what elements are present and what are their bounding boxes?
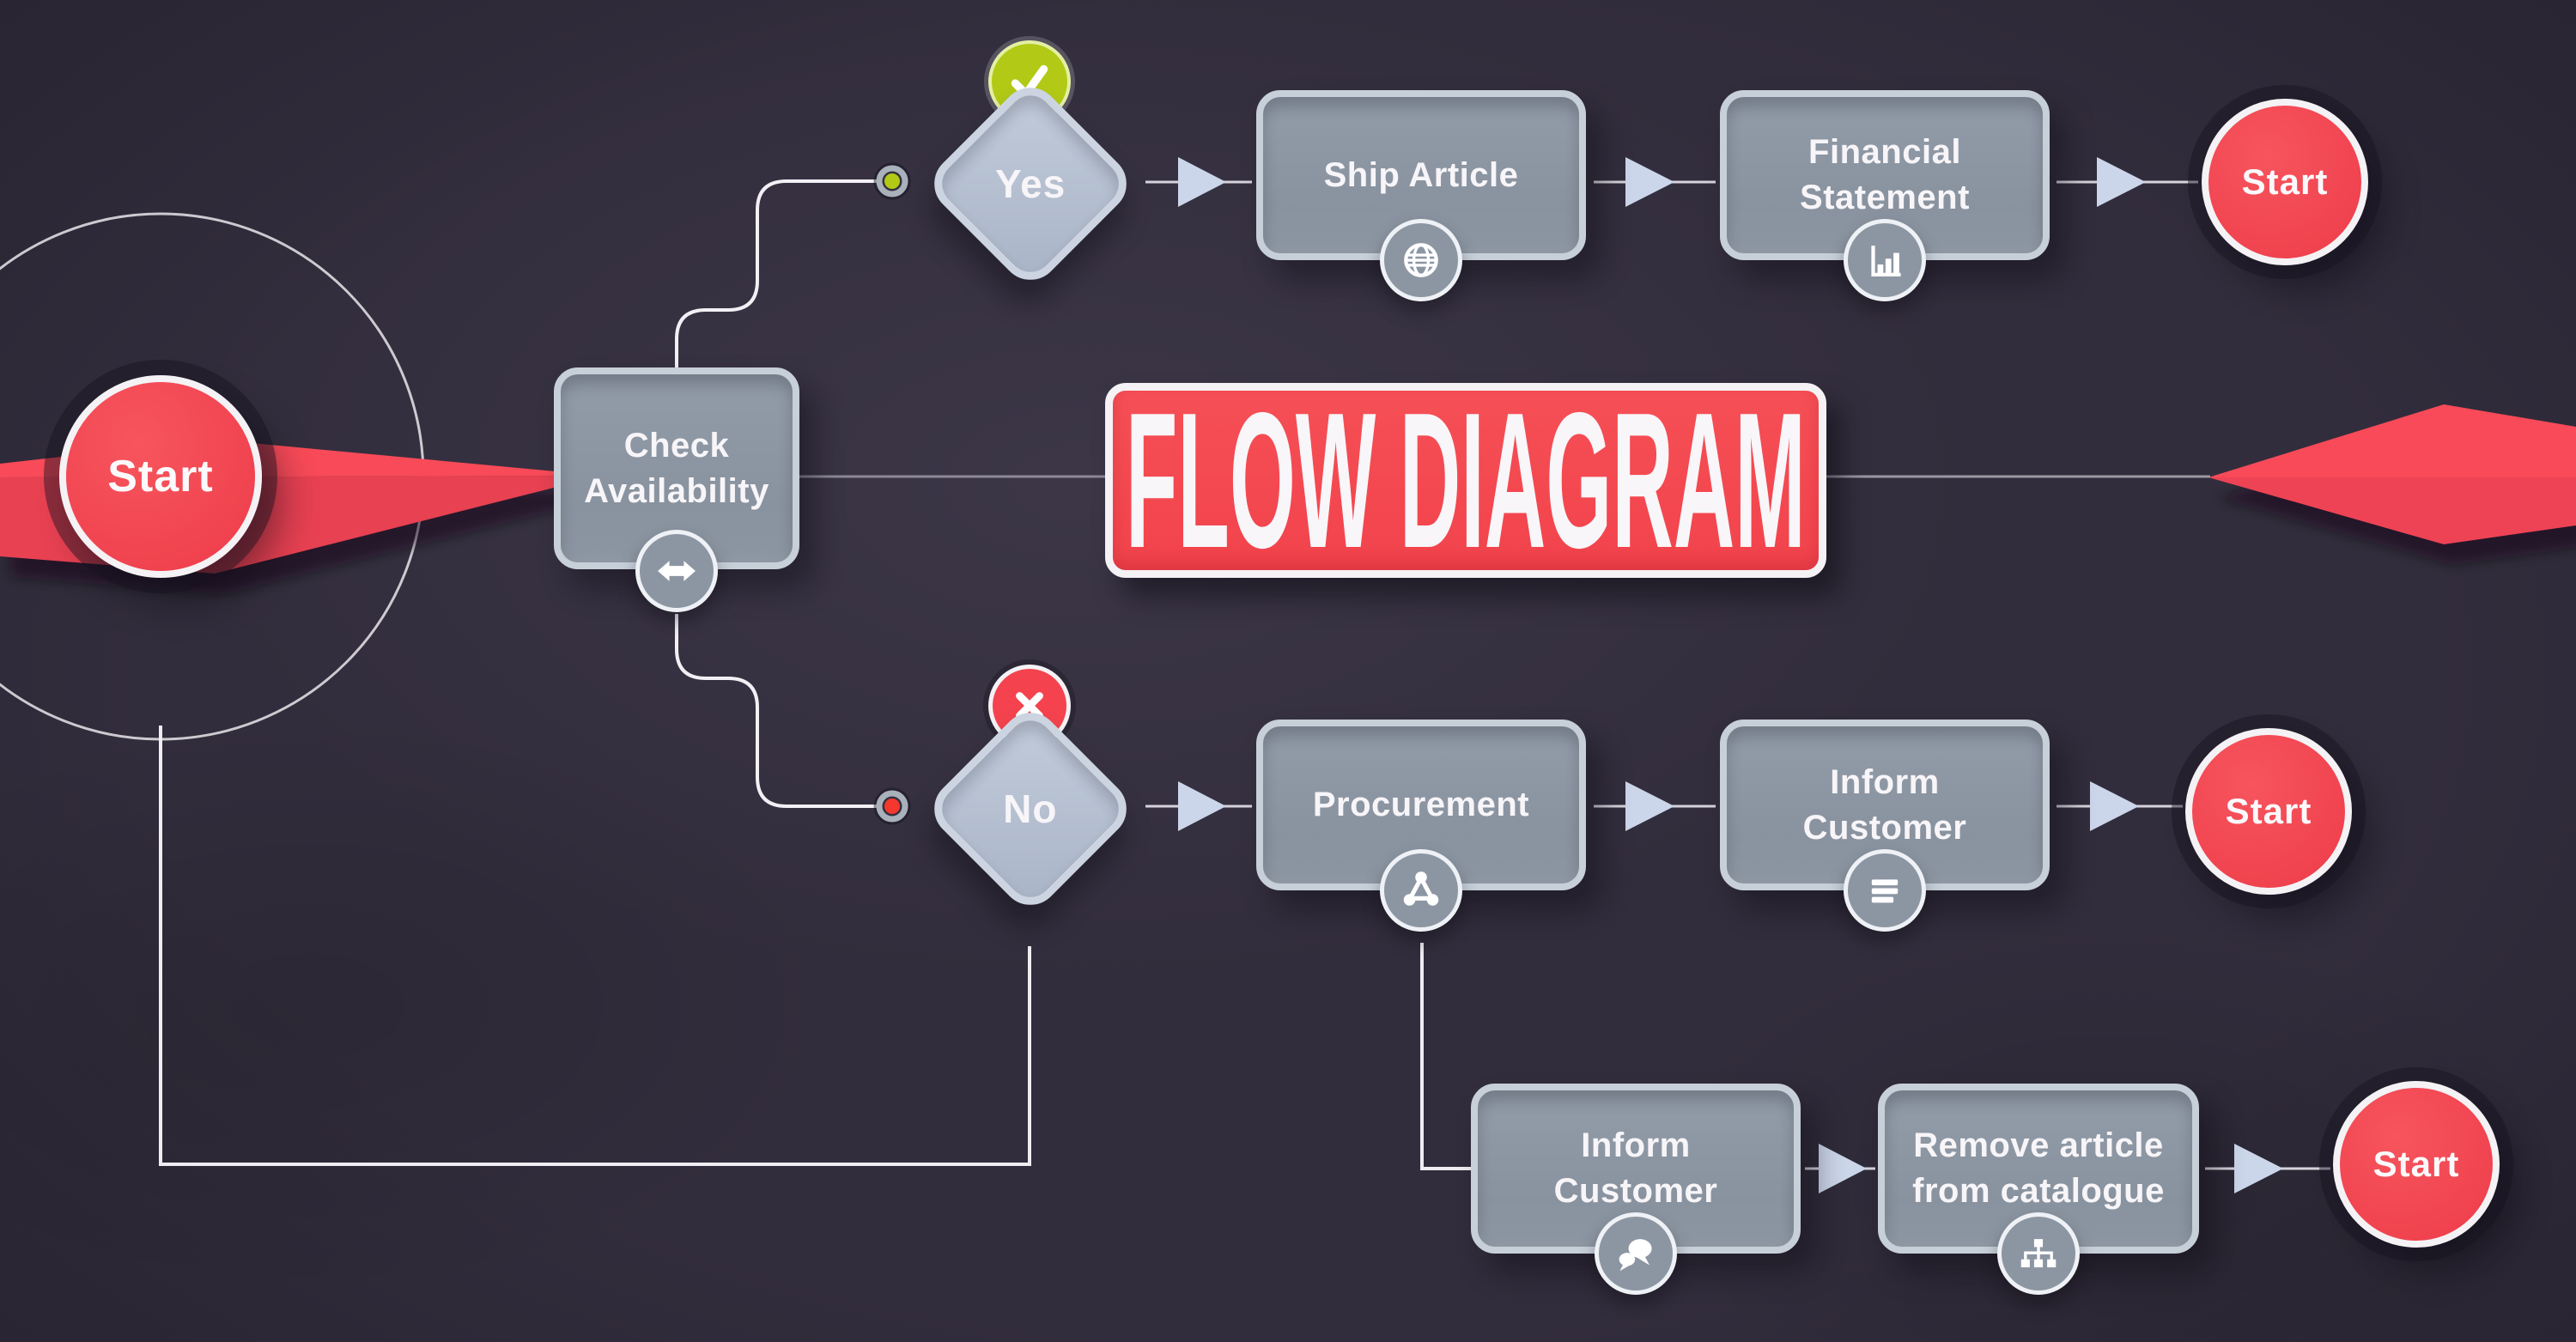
- start-node-mid-right: Start: [2185, 728, 2352, 895]
- yes-label: Yes: [994, 161, 1066, 206]
- financial-statement-node: Financial Statement: [1720, 90, 2050, 260]
- start-label: Start: [2372, 1144, 2460, 1184]
- remove-article-node: Remove article from catalogue: [1878, 1084, 2199, 1254]
- bar-chart-icon: [1844, 219, 1926, 301]
- start-label: Start: [2225, 791, 2312, 831]
- inform-customer-label: Inform Customer: [1802, 762, 1967, 847]
- title-text: FLOW DIAGRAM: [1126, 372, 1806, 588]
- no-branch-dot: [873, 787, 911, 825]
- yes-branch-connector: [675, 179, 877, 367]
- remove-article-label: Remove article from catalogue: [1912, 1126, 2165, 1210]
- financial-statement-label: Financial Statement: [1800, 133, 1970, 216]
- arrowheads: [1178, 157, 2283, 1193]
- double-arrow-icon: [635, 530, 718, 612]
- loopback-connector: [159, 726, 1031, 1166]
- right-ribbon: [2208, 404, 2576, 565]
- title-banner: FLOW DIAGRAM: [1105, 383, 1826, 578]
- start-label: Start: [2241, 161, 2329, 202]
- chat-icon: [1595, 1212, 1677, 1295]
- yes-branch-dot: [873, 162, 911, 200]
- procurement-node: Procurement: [1256, 720, 1586, 890]
- no-branch-connector: [675, 614, 877, 808]
- check-availability-label: Check Availability: [584, 426, 769, 510]
- start-node-top-right: Start: [2202, 99, 2368, 265]
- start-label: Start: [107, 452, 214, 501]
- list-icon: [1844, 849, 1926, 932]
- start-node-bottom-right: Start: [2333, 1081, 2500, 1248]
- procurement-label: Procurement: [1312, 786, 1530, 824]
- arrow-lines: [1145, 180, 2330, 1170]
- procurement-drop-connector: [1420, 943, 1473, 1170]
- globe-icon: [1380, 219, 1462, 301]
- no-label: No: [1003, 786, 1058, 831]
- check-availability-node: Check Availability: [554, 367, 799, 569]
- network-icon: [1380, 849, 1462, 932]
- ship-article-label: Ship Article: [1323, 155, 1519, 194]
- sitemap-icon: [1997, 1212, 2080, 1295]
- start-node-left: Start: [59, 375, 262, 578]
- inform-customer-label: Inform Customer: [1553, 1126, 1718, 1210]
